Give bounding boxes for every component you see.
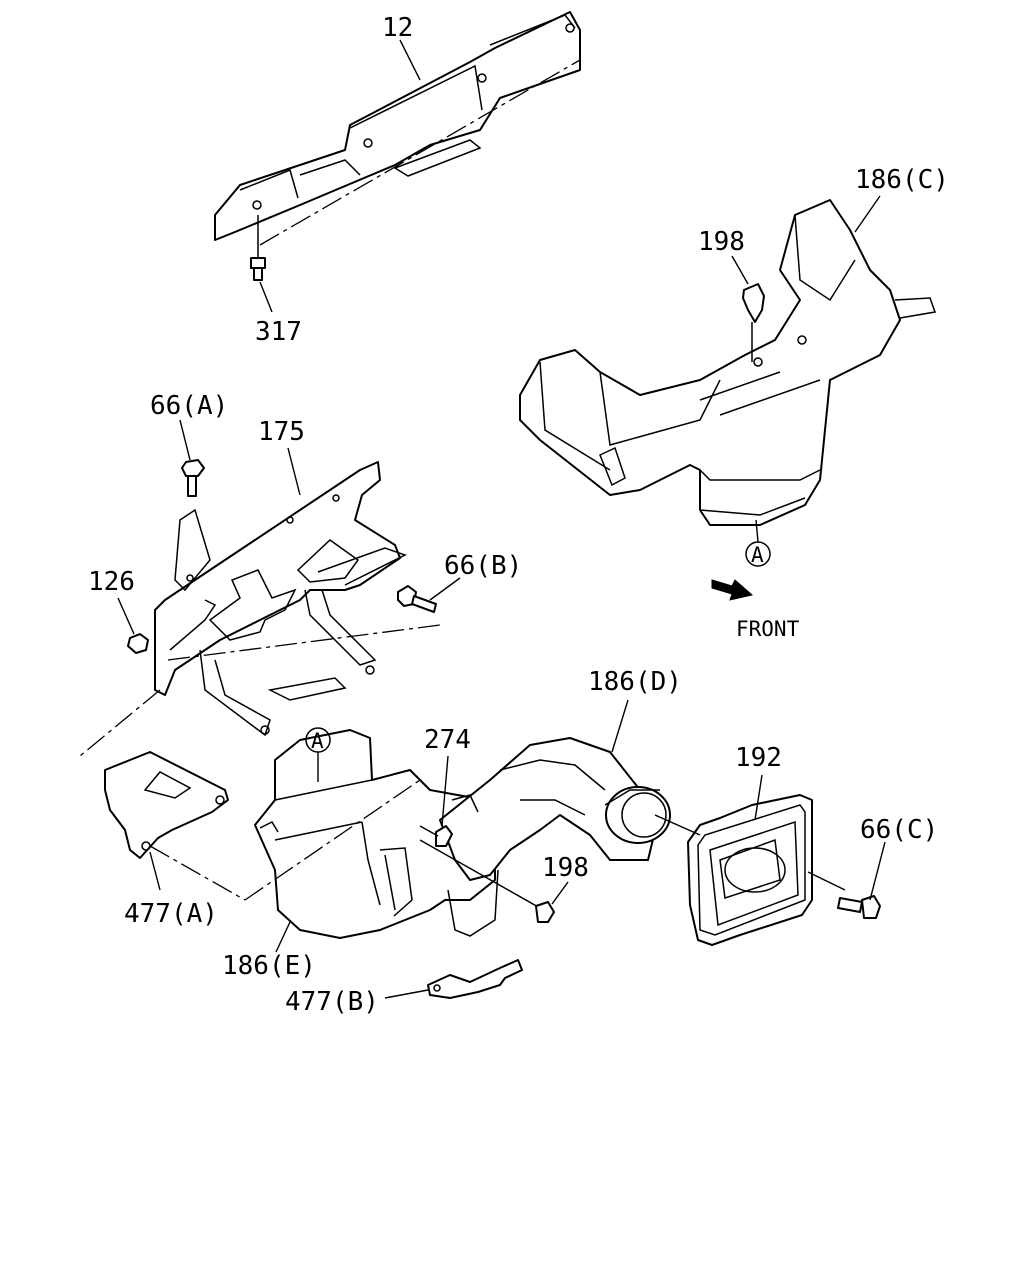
leader-66a: [179, 419, 191, 461]
label-192: 192: [735, 743, 782, 773]
label-66a: 66(A): [150, 391, 228, 421]
label-198-mid: 198: [542, 853, 589, 883]
part-477a-bracket: [104, 751, 246, 901]
part-66a-bolt: [181, 459, 205, 497]
part-66b-bolt: [397, 585, 437, 613]
part-175-bracket: [79, 461, 441, 757]
leader-186c: [854, 195, 881, 233]
leader-477a: [149, 851, 161, 891]
part-126-nut: [127, 633, 149, 654]
leader-317: [259, 281, 273, 313]
part-198-clip-mid: [419, 839, 555, 923]
part-198-clip-top: [742, 283, 765, 362]
leader-198-mid: [551, 881, 569, 905]
ref-a-mid-label: A: [311, 729, 324, 753]
ref-a-top-label: A: [751, 543, 764, 567]
part-192-frame: [654, 794, 846, 946]
ref-a-top-circle: [745, 541, 771, 567]
leader-192: [754, 774, 763, 821]
leader-66c: [869, 841, 886, 901]
leader-477b: [384, 989, 429, 999]
part-317-screw: [250, 215, 266, 281]
part-66c-bolt: [837, 895, 881, 919]
leader-186d: [611, 699, 629, 753]
part-12-duct-bar: [214, 11, 581, 246]
label-317: 317: [255, 317, 302, 347]
label-477b: 477(B): [285, 987, 379, 1017]
label-477a: 477(A): [124, 899, 218, 929]
label-274: 274: [424, 725, 471, 755]
part-274-screw: [419, 825, 453, 847]
label-66c: 66(C): [860, 815, 938, 845]
leader-198-top: [731, 255, 749, 285]
leader-66b: [429, 577, 461, 601]
part-477b-bracket: [427, 959, 523, 999]
leader-12: [399, 39, 421, 81]
leader-186e: [275, 921, 291, 953]
leader-274: [441, 755, 449, 827]
label-186e: 186(E): [222, 951, 316, 981]
part-186d-hose: [439, 737, 671, 881]
leader-126: [117, 597, 135, 635]
leader-ref-a-top: [755, 519, 759, 543]
label-175: 175: [258, 417, 305, 447]
front-label: FRONT: [736, 617, 800, 641]
label-186c: 186(C): [855, 165, 949, 195]
front-arrow-icon: [711, 579, 754, 601]
label-66b: 66(B): [444, 551, 522, 581]
label-12: 12: [382, 13, 413, 43]
label-198-top: 198: [698, 227, 745, 257]
label-186d: 186(D): [588, 667, 682, 697]
label-126: 126: [88, 567, 135, 597]
part-186c-duct: [519, 199, 937, 526]
leader-175: [287, 447, 301, 496]
